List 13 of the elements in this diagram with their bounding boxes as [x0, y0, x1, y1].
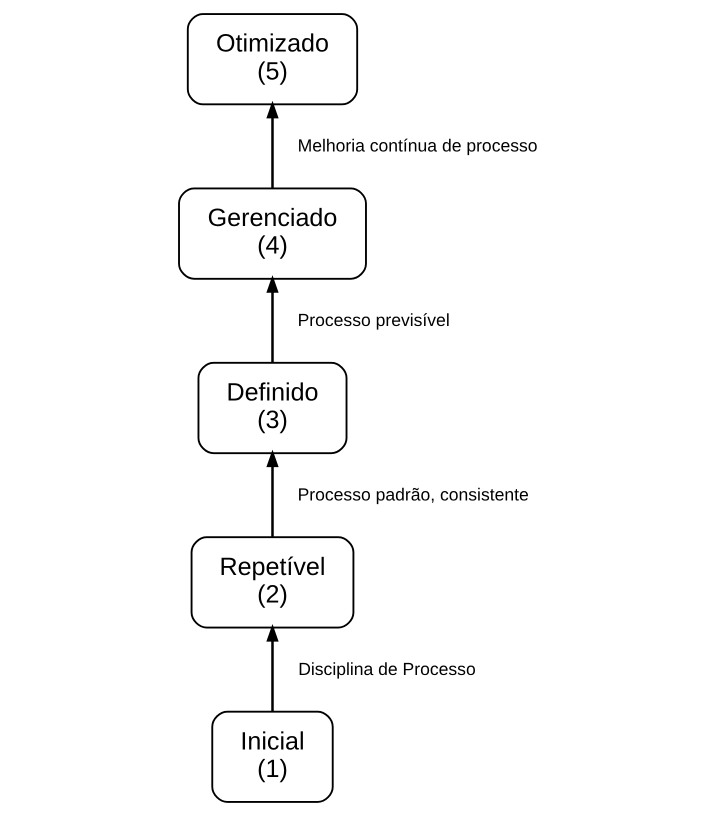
node-box: Gerenciado (4)	[178, 187, 367, 280]
arrow	[266, 100, 279, 188]
arrow	[266, 275, 279, 362]
edge-label: Disciplina de Processo	[298, 658, 476, 679]
arrow	[266, 450, 279, 537]
edge-label: Melhoria contínua de processo	[298, 136, 538, 156]
arrow	[266, 624, 279, 712]
node-box: Inicial (1)	[211, 710, 334, 803]
node-box: Repetível (2)	[190, 536, 354, 629]
edge-label: Processo padrão, consistente	[298, 484, 529, 504]
node-box: Definido (3)	[198, 362, 348, 454]
node-box: Otimizado (5)	[186, 13, 358, 106]
edge-label: Processo previsível	[298, 310, 450, 330]
